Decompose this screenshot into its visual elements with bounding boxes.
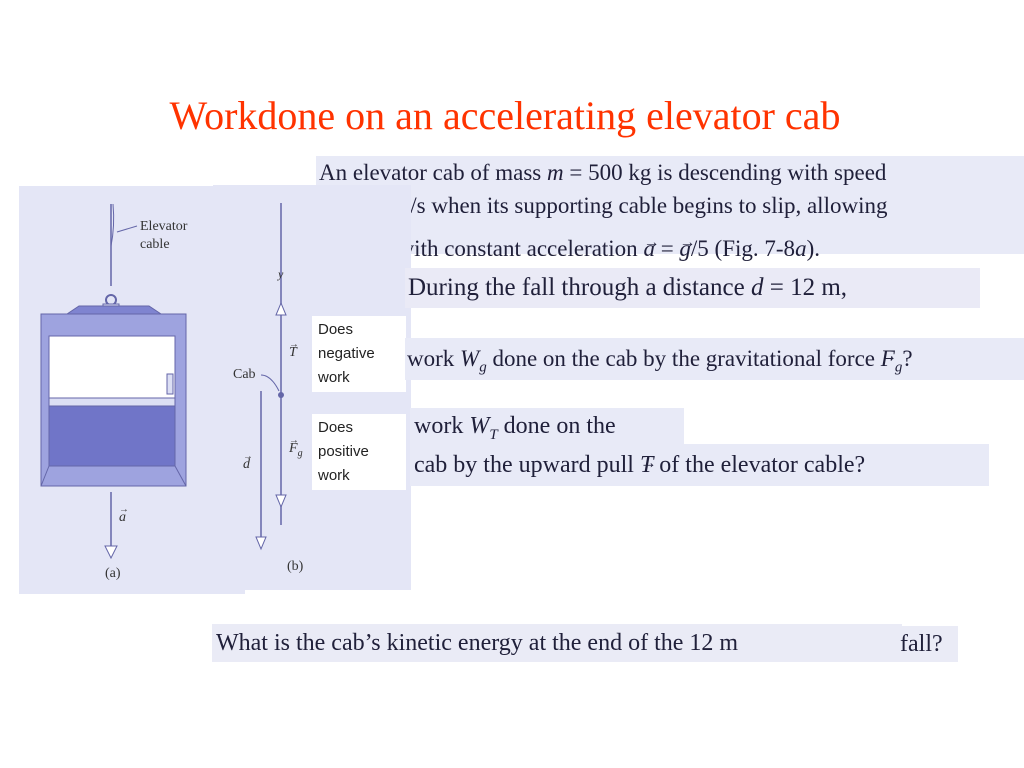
question-tension-work-2: cab by the upward pull T of the elevator… — [410, 444, 989, 486]
title-part-2: an — [395, 93, 433, 138]
problem-line-1: An elevator cab of mass m = 500 kg is de… — [319, 160, 887, 185]
problem-line-2: vi = 4.0 m/s when its supporting cable b… — [319, 193, 888, 223]
does-positive-work-label: Does positive work — [312, 414, 406, 490]
problem-statement: An elevator cab of mass m = 500 kg is de… — [316, 156, 1024, 261]
figure-a-elevator: Elevator cable a (a) — [19, 186, 245, 594]
cab-label: Cab — [233, 367, 256, 382]
does-negative-work-label: Does negative work — [312, 316, 406, 392]
question-gravity-work: work Wg done on the cab by the gravitati… — [405, 338, 1024, 380]
cable-label-1: Elevator — [140, 219, 188, 234]
question-tension-work-1: work WT done on the — [410, 408, 684, 444]
tension-label: T — [289, 345, 297, 361]
axis-label-y: y — [278, 267, 284, 281]
distance-label: d — [243, 457, 250, 473]
cable-label-2: cable — [140, 237, 170, 252]
title-part-3: accelerating elevator cab — [442, 93, 841, 138]
problem-line-3: it to fall with constant acceleration a … — [319, 232, 1024, 265]
accel-label-a: a — [119, 510, 126, 526]
figure-a-caption: (a) — [105, 566, 121, 581]
question-kinetic-energy-tail: fall? — [898, 626, 958, 662]
figure-b-drawing — [255, 203, 287, 551]
title-part-1: Workdone on — [169, 93, 386, 138]
question-kinetic-energy: What is the cab’s kinetic energy at the … — [212, 624, 902, 662]
question-intro: During the fall through a distance d = 1… — [405, 268, 980, 308]
figure-a-drawing — [40, 203, 187, 560]
gravity-label: Fg — [289, 441, 303, 459]
figure-b-caption: (b) — [287, 559, 304, 574]
